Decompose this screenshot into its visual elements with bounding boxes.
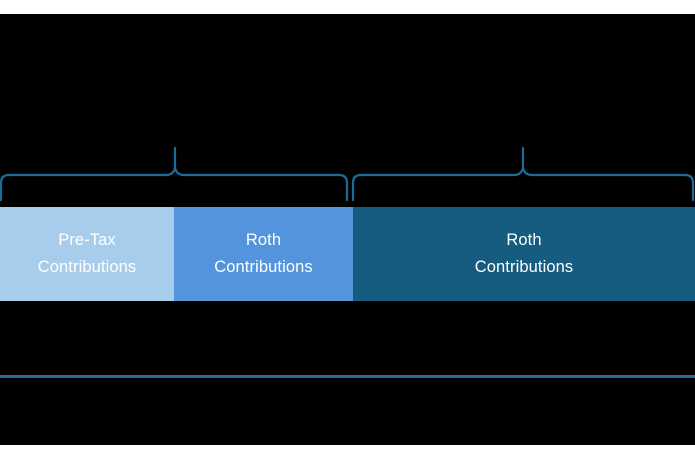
contribution-bar-row: Pre-Tax Contributions Roth Contributions… (0, 207, 695, 301)
bar-label-line1: Roth (245, 231, 282, 249)
bar-label-line2: Contributions (474, 258, 574, 276)
horizontal-rule (0, 375, 695, 378)
bar-label-line2: Contributions (214, 258, 313, 276)
right-brace (351, 146, 695, 202)
bar-segment-roth-contributions-mid[interactable]: Roth Contributions (174, 207, 353, 301)
bar-label-line2: Contributions (37, 258, 137, 276)
brace-annotations (0, 140, 695, 210)
left-brace (0, 146, 349, 202)
bar-label-line1: Roth (506, 231, 542, 249)
bar-segment-pre-tax-contributions[interactable]: Pre-Tax Contributions (0, 207, 174, 301)
bar-segment-roth-contributions-dark[interactable]: Roth Contributions (353, 207, 695, 301)
bar-label-line1: Pre-Tax (58, 231, 116, 249)
